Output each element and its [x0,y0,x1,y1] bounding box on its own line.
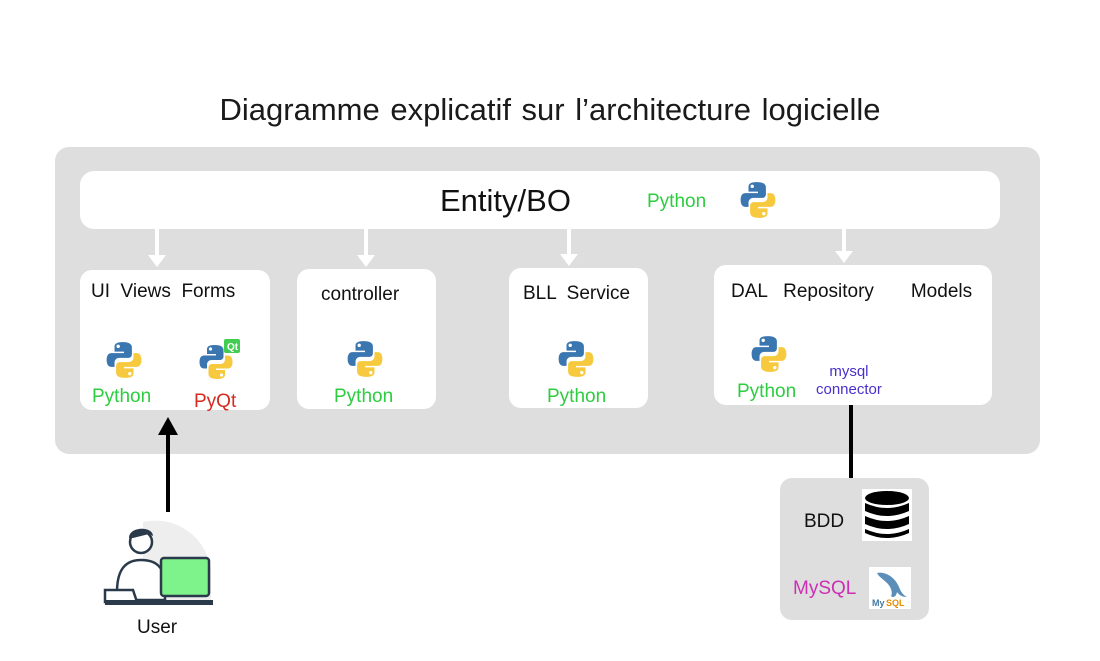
database-label: BDD [804,511,845,532]
bll-layer-label: BLL Service [523,283,631,304]
arrowhead-entity-to-ui [148,255,166,267]
diagram-title: Diagramme explicatif sur l’architecture … [219,92,881,127]
ui-pyqt-label: PyQt [194,391,237,412]
arrowhead-entity-to-controller [357,255,375,267]
controller-layer-label: controller [321,284,400,305]
dal-layer-box [714,265,992,405]
user-label: User [137,617,178,638]
dal-layer-label: DAL Repository Models [731,281,973,302]
python-logo-icon [558,341,594,377]
arrow-entity-to-controller [364,229,368,257]
python-logo-icon [106,342,142,378]
controller-layer-box [297,269,436,409]
arrowhead-user-to-ui [158,417,178,435]
ui-layer-label: UI Views Forms [91,281,236,302]
arrow-dal-to-bdd [849,405,853,481]
mysql-dolphin-icon: My SQL [869,567,911,609]
python-logo-icon [347,341,383,377]
python-logo-icon [751,336,787,372]
controller-python-label: Python [334,386,394,407]
svg-text:SQL: SQL [886,598,905,608]
arrow-entity-to-bll [567,229,571,256]
arrow-entity-to-ui [155,229,159,257]
entity-tech-label: Python [647,191,707,212]
arrow-entity-to-dal [842,229,846,253]
entity-layer-label: Entity/BO [440,183,571,218]
svg-text:Qt: Qt [227,342,239,353]
entity-layer-box [80,171,1000,229]
python-logo-icon [740,182,776,218]
ui-python-label: Python [92,386,152,407]
arrowhead-entity-to-dal [835,251,853,263]
user-laptop-icon [103,520,213,605]
database-icon [862,489,912,541]
mysql-connector-label: mysql connector [816,363,882,398]
bll-layer-box [509,268,648,408]
pyqt-logo-icon: Qt [199,339,240,379]
bll-python-label: Python [547,386,607,407]
arrow-user-to-ui [166,432,170,512]
svg-text:My: My [872,598,885,608]
mysql-label: MySQL [793,578,857,599]
arrowhead-entity-to-bll [560,254,578,266]
dal-python-label: Python [737,381,797,402]
